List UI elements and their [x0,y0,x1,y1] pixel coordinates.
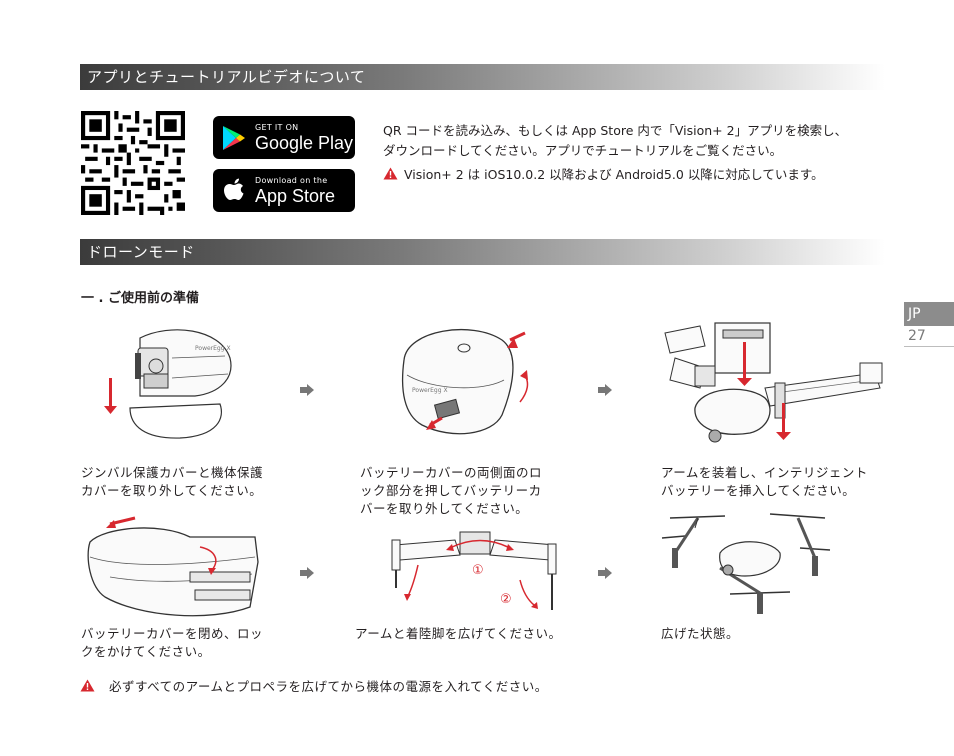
step5-marker-1: ① [472,563,484,578]
step5-caption-line1: アームと着陸脚を広げてください。 [355,626,562,641]
step2-caption-line3: バーを取り外してください。 [360,501,529,516]
google-play-badge[interactable]: GET IT ON Google Play [213,116,355,159]
step5-illustration: ① ② [391,531,557,610]
qr-code-image [81,111,185,215]
step1-caption-line1: ジンバル保護カバーと機体保護 [81,465,264,480]
compat-warning: Vision+ 2 は iOS10.0.2 以降および Android5.0 以… [383,164,824,183]
google-play-label: Google Play [255,132,354,153]
step6-caption-line1: 広げた状態。 [661,626,740,641]
power-on-warning-text: 必ずすべてのアームとプロペラを広げてから機体の電源を入れてください。 [109,679,548,694]
step6-illustration [661,513,831,614]
step4-caption-line2: クをかけてください。 [81,644,211,659]
section-title-app: アプリとチュートリアルビデオについて [80,64,885,90]
warning-icon [383,167,398,180]
qr-instructions-line1: QR コードを読み込み、もしくは App Store 内で「Vision+ 2」… [383,123,848,138]
arrow-right-icon [598,567,612,579]
power-on-warning: 必ずすべてのアームとプロペラを広げてから機体の電源を入れてください。 [80,676,548,695]
svg-text:PowerEgg X: PowerEgg X [412,387,448,394]
subheading-preparation: 一 . ご使用前の準備 [81,291,199,306]
google-play-logo-icon [213,116,255,159]
step4-caption: バッテリーカバーを閉め、ロッ クをかけてください。 [81,625,263,661]
step3-illustration [664,322,883,443]
app-store-label: App Store [255,185,336,206]
step3-caption: アームを装着し、インテリジェント バッテリーを挿入してください。 [661,464,868,500]
qr-instructions-line2: ダウンロードしてください。アプリでチュートリアルをご覧ください。 [383,143,783,158]
arrow-right-icon [598,384,612,396]
step1-caption: ジンバル保護カバーと機体保護 カバーを取り外してください。 [81,464,263,500]
svg-text:PowerEgg X: PowerEgg X [195,345,231,352]
app-store-small-label: Download on the [255,175,328,185]
step1-caption-line2: カバーを取り外してください。 [81,483,263,498]
compat-warning-text: Vision+ 2 は iOS10.0.2 以降および Android5.0 以… [404,167,824,182]
step1-illustration: PowerEgg X [104,329,232,439]
warning-icon [80,679,95,692]
arrow-right-icon [300,384,314,396]
step2-caption-line1: バッテリーカバーの両側面のロ [360,465,543,480]
step3-caption-line2: バッテリーを挿入してください。 [661,483,856,498]
section-title-drone-mode: ドローンモード [80,239,885,265]
step4-caption-line1: バッテリーカバーを閉め、ロッ [81,626,264,641]
step2-illustration: PowerEgg X [401,328,529,435]
google-play-small-label: GET IT ON [255,122,299,132]
step5-caption: アームと着陸脚を広げてください。 [355,625,562,643]
language-tab: JP [904,302,954,326]
step2-caption-line2: ック部分を押してバッテリーカ [360,483,542,498]
step3-caption-line1: アームを装着し、インテリジェント [661,465,868,480]
page-number: 27 [904,326,954,347]
qr-instructions: QR コードを読み込み、もしくは App Store 内で「Vision+ 2」… [383,121,893,161]
step2-caption: バッテリーカバーの両側面のロ ック部分を押してバッテリーカ バーを取り外してくだ… [360,464,542,518]
app-store-badge[interactable]: Download on the App Store [213,169,355,212]
step6-caption: 広げた状態。 [661,625,739,643]
step4-illustration [87,516,259,617]
apple-logo-icon [213,169,255,212]
step5-marker-2: ② [500,592,512,607]
arrow-right-icon [300,567,314,579]
